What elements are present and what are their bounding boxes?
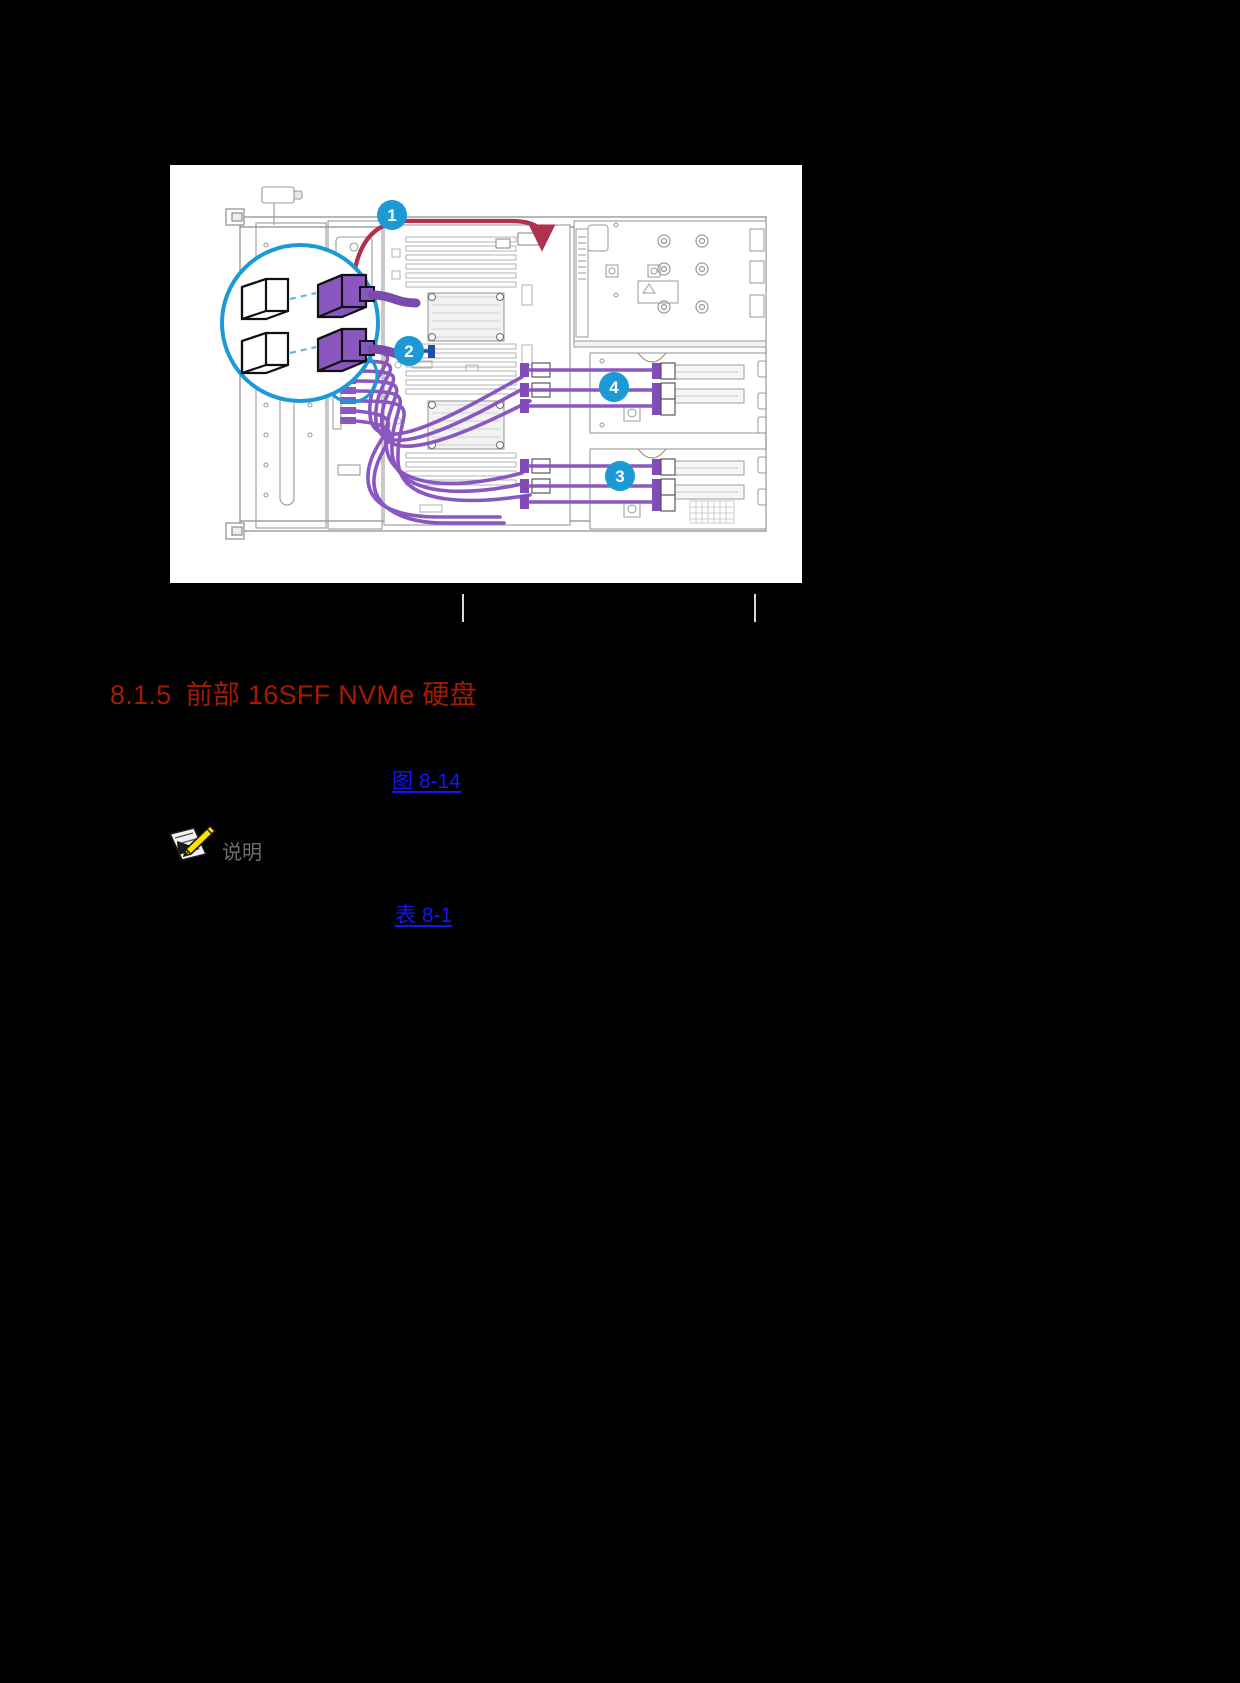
callout-badge-3[interactable]: 3 <box>605 461 635 491</box>
crop-mark-right <box>754 594 756 622</box>
front-io-port <box>261 186 303 225</box>
purple-connector-top <box>316 273 375 319</box>
section-number: 8.1.5 <box>110 680 172 710</box>
white-connector-top <box>240 277 290 321</box>
callout-leader-2-endpoint <box>428 345 435 358</box>
connector-detail-zoom <box>220 243 421 403</box>
detail-dashed-link-bottom <box>289 345 317 355</box>
section-title: 前部 16SFF NVMe 硬盘 <box>185 680 477 710</box>
nvme-connectors-riser-lower <box>520 458 676 512</box>
chassis-front-ears <box>225 208 245 540</box>
note-callout: 说明 <box>166 820 262 866</box>
white-connector-bottom <box>240 331 290 375</box>
nvme-cable-bundle <box>354 349 532 525</box>
figure-image-8-14: 1 2 3 4 <box>170 165 802 583</box>
callout-badge-2-label: 2 <box>404 342 413 361</box>
table-cross-reference-link[interactable]: 表 8-1 <box>395 904 453 927</box>
section-heading: 8.1.5 前部 16SFF NVMe 硬盘 <box>110 678 477 712</box>
callout-badge-1-label: 1 <box>387 206 396 225</box>
cpu-heatsink-1 <box>427 292 505 342</box>
crop-mark-left <box>462 594 464 622</box>
callout-badge-2[interactable]: 2 <box>394 336 424 366</box>
callout-badge-3-label: 3 <box>615 467 624 486</box>
server-cable-routing-diagram: 1 2 3 4 <box>170 165 802 583</box>
purple-connector-bottom <box>316 327 375 373</box>
figure-cross-reference-link[interactable]: 图 8-14 <box>392 770 461 793</box>
detail-dashed-link-top <box>289 291 317 301</box>
power-supply-bay <box>573 220 767 348</box>
callout-badge-4-label: 4 <box>609 378 619 397</box>
callout-badge-1[interactable]: 1 <box>377 200 407 230</box>
note-pencil-icon <box>168 824 216 861</box>
detail-cable-top <box>367 290 421 308</box>
callout-badge-4[interactable]: 4 <box>599 372 629 402</box>
nvme-connectors-riser-upper <box>520 362 676 416</box>
riser-cage-upper <box>589 352 767 434</box>
detail-connector-pair-top <box>240 273 421 321</box>
note-label: 说明 <box>222 842 262 864</box>
detail-connector-pair-bottom <box>240 327 421 375</box>
riser-cage-lower <box>589 448 767 530</box>
